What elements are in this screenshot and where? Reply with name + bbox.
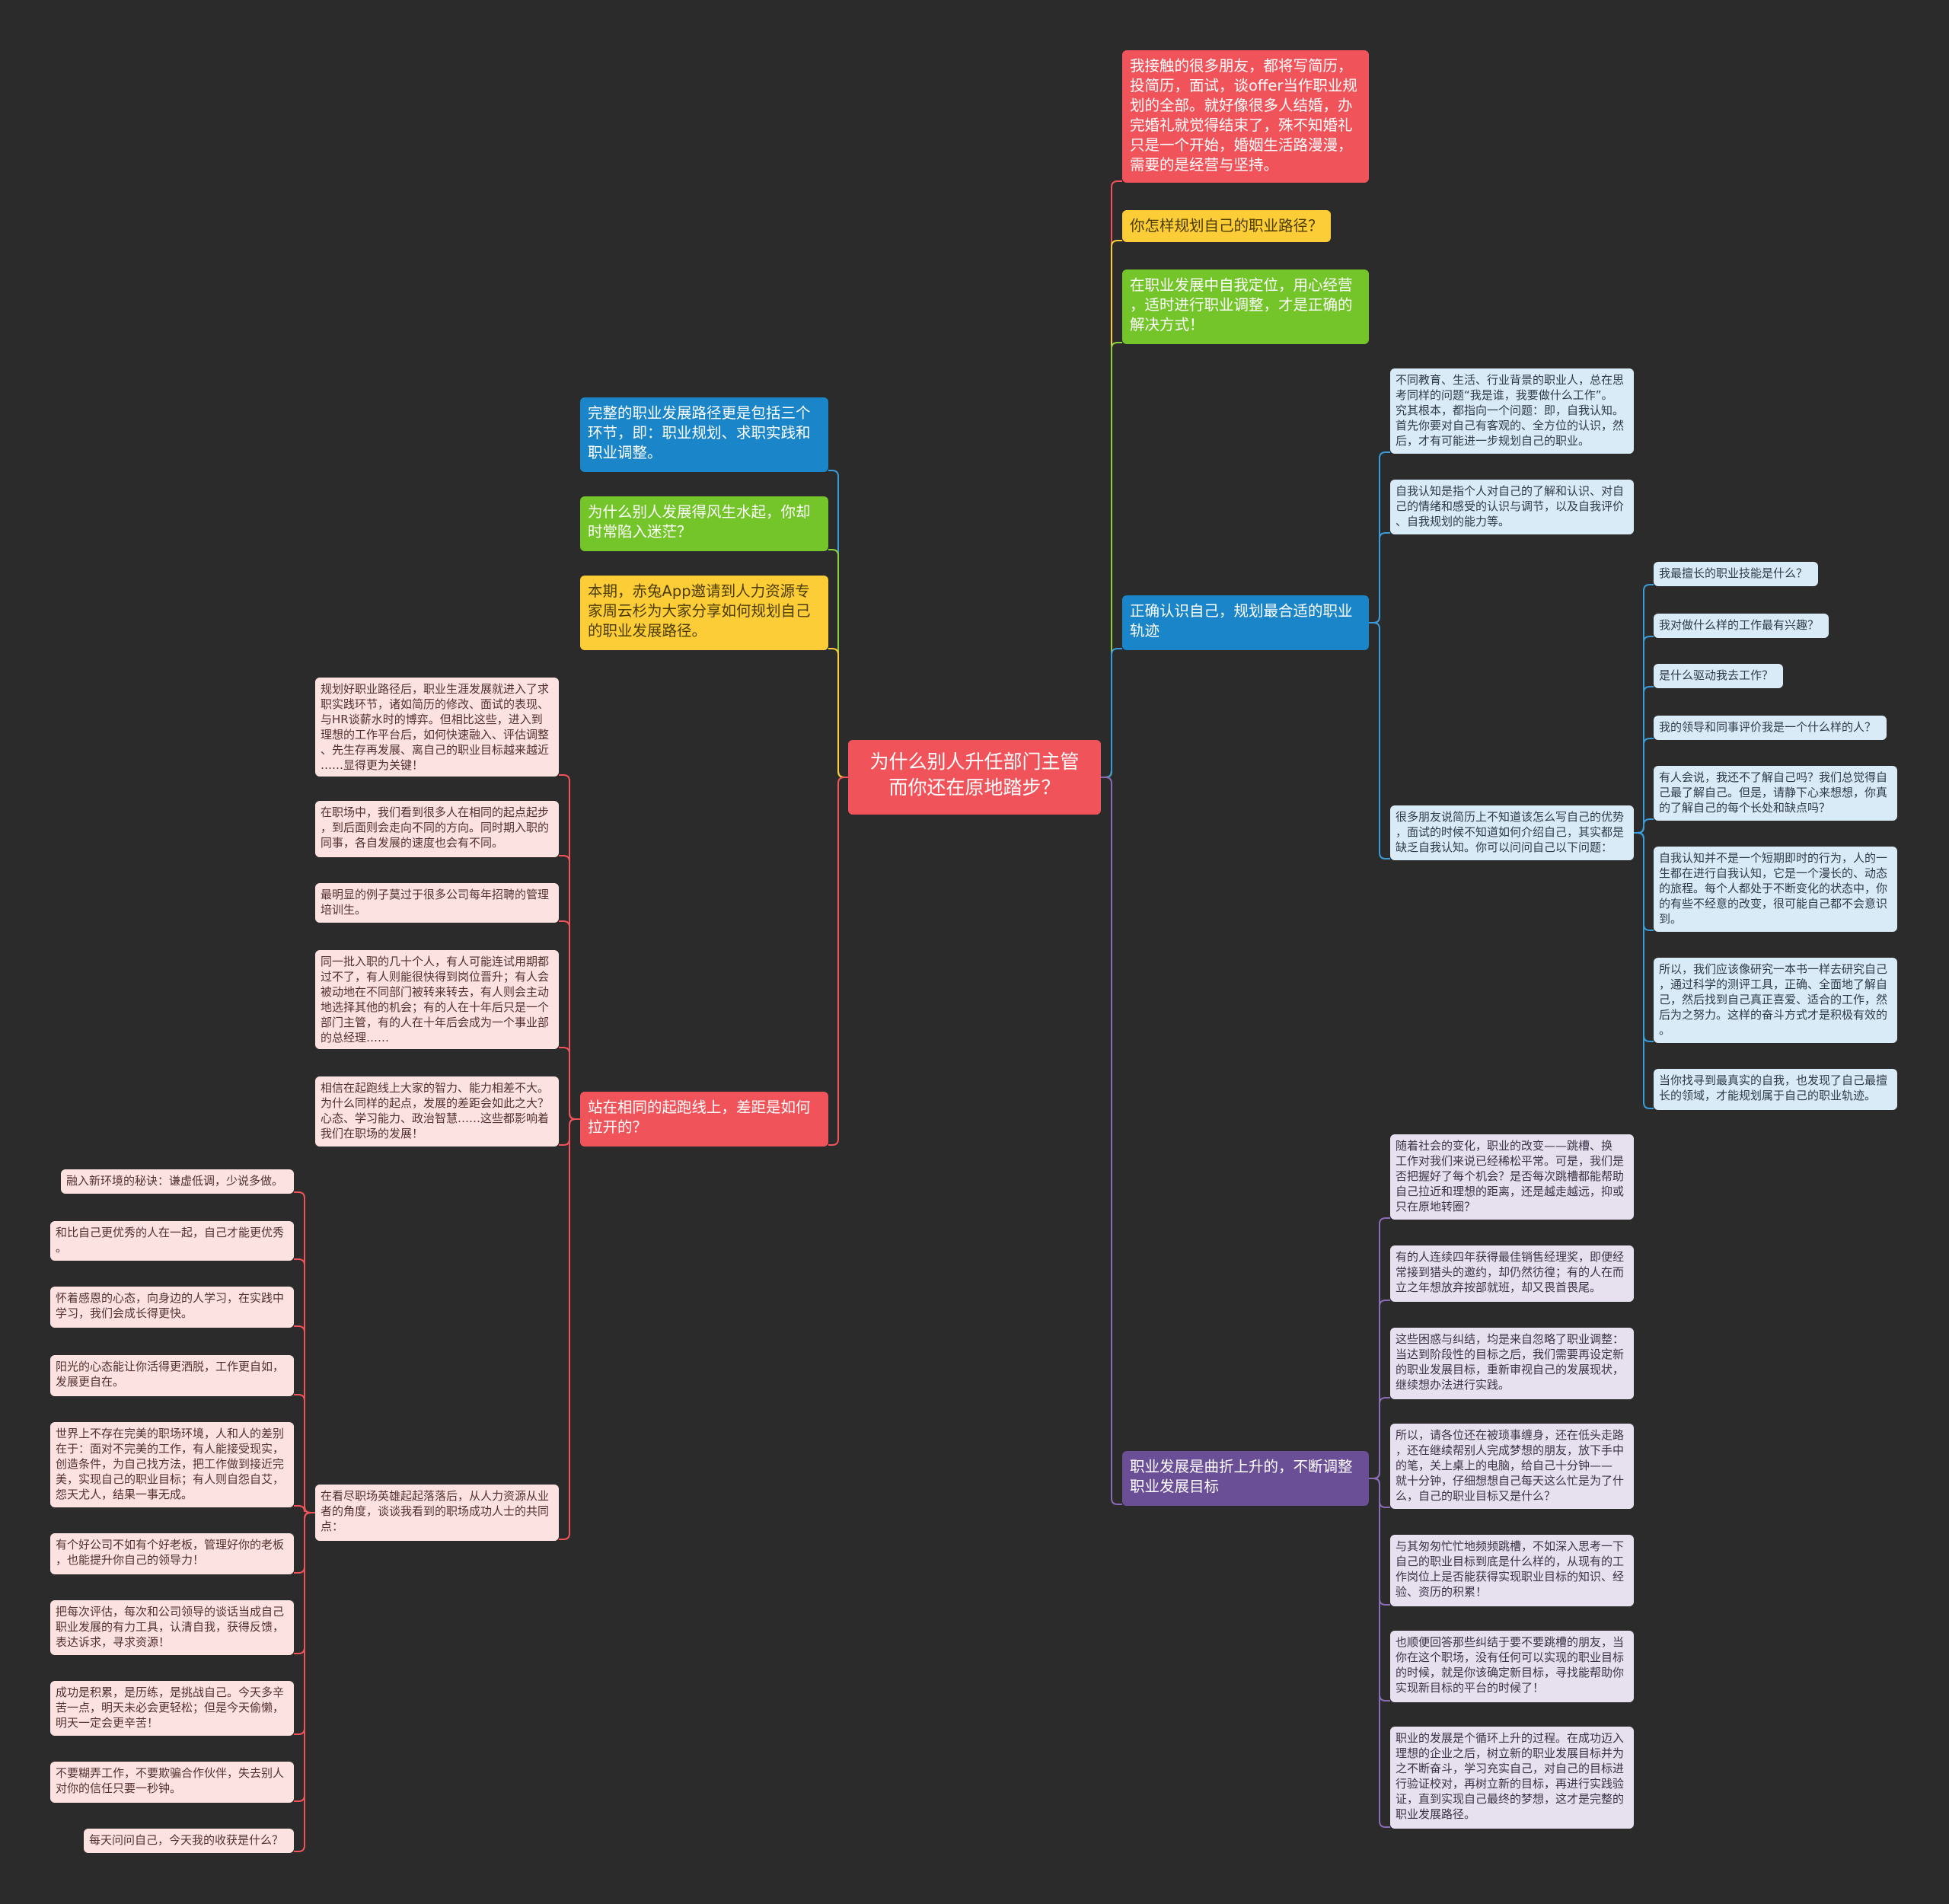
self-question[interactable]: 是什么驱动我去工作？ — [1654, 664, 1783, 688]
self-question[interactable]: 自我认知并不是一个短期即时的行为，人的一 生都在进行自我认知，它是一个漫长的、动… — [1654, 847, 1897, 932]
success-trait[interactable]: 不要糊弄工作，不要欺骗合作伙伴，失去别人 对你的信任只要一秒钟。 — [50, 1762, 294, 1803]
gap-note[interactable]: 在职场中，我们看到很多人在相同的起点起步 ，到后面则会走向不同的方向。同时期入职… — [315, 801, 559, 857]
link-hr-child — [294, 1512, 315, 1852]
self-awareness-note[interactable]: 自我认知是指个人对自己的了解和认识、对自 己的情绪和感受的认识与调节，以及自我评… — [1390, 480, 1634, 534]
link-gap-child — [559, 1118, 580, 1540]
adjust-note[interactable]: 所以，请各位还在被琐事缠身，还在低头走路 ，还在继续帮别人完成梦想的朋友，放下手… — [1390, 1424, 1634, 1509]
root-topic[interactable]: 为什么别人升任部门主管 而你还在原地踏步？ — [848, 740, 1101, 815]
success-trait[interactable]: 和比自己更优秀的人在一起，自己才能更优秀 。 — [50, 1221, 294, 1261]
adjust-note[interactable]: 也顺便回答那些纠结于要不要跳槽的朋友，当 你在这个职场，没有任何可以实现的职业目… — [1390, 1631, 1634, 1702]
link-know-child — [1369, 532, 1390, 624]
success-trait[interactable]: 怀着感恩的心态，向身边的人学习，在实践中 学习，我们会成长得更快。 — [50, 1287, 294, 1328]
success-trait[interactable]: 把每次评估，每次和公司领导的谈话当成自己 职业发展的有力工具，认清自我，获得反馈… — [50, 1600, 294, 1655]
topic-why-confused[interactable]: 为什么别人发展得风生水起，你却 时常陷入迷茫？ — [580, 496, 828, 551]
topic-how-plan[interactable]: 你怎样规划自己的职业路径？ — [1122, 210, 1331, 242]
self-question[interactable]: 我最擅长的职业技能是什么？ — [1654, 562, 1818, 586]
gap-note[interactable]: 最明显的例子莫过于很多公司每年招聘的管理 培训生。 — [315, 883, 559, 923]
success-trait[interactable]: 成功是积累，是历练，是挑战自己。今天多辛 苦一点，明天未必会更轻松；但是今天偷懒… — [50, 1681, 294, 1736]
link-root-intro — [828, 648, 848, 778]
link-question — [1634, 832, 1654, 1109]
link-know-child — [1369, 622, 1390, 860]
self-awareness-note[interactable]: 很多朋友说简历上不知道该怎么写自己的优势 ，面试的时候不知道如何介绍自己，其实都… — [1390, 805, 1634, 860]
success-trait[interactable]: 世界上不存在完美的职场环境，人和人的差别 在于：面对不完美的工作，有人能接受现实… — [50, 1422, 294, 1507]
adjust-note[interactable]: 职业的发展是个循环上升的过程。在成功迈入 理想的企业之后，树立新的职业发展目标并… — [1390, 1727, 1634, 1829]
adjust-note[interactable]: 这些困惑与纠结，均是来自忽略了职业调整： 当达到阶段性的目标之后，我们需要再设定… — [1390, 1328, 1634, 1399]
link-adjust-child — [1369, 1397, 1390, 1479]
self-awareness-note[interactable]: 不同教育、生活、行业背景的职业人，总在思 考同样的问题“我是谁，我要做什么工作”… — [1390, 368, 1634, 454]
link-root-gap — [828, 777, 848, 1146]
success-trait[interactable]: 有个好公司不如有个好老板，管理好你的老板 ，也能提升你自己的领导力！ — [50, 1533, 294, 1574]
adjust-note[interactable]: 随着社会的变化，职业的改变——跳槽、换 工作对我们来说已经稀松平常。可是，我们是… — [1390, 1134, 1634, 1220]
success-trait[interactable]: 每天问问自己，今天我的收获是什么？ — [84, 1829, 294, 1853]
success-trait[interactable]: 阳光的心态能让你活得更洒脱，工作更自如， 发展更自在。 — [50, 1355, 294, 1396]
adjust-note[interactable]: 有的人连续四年获得最佳销售经理奖，即便经 常接到猎头的邀约，却仍然彷徨；有的人在… — [1390, 1245, 1634, 1302]
gap-note[interactable]: 规划好职业路径后，职业生涯发展就进入了求 职实践环节，诸如简历的修改、面试的表现… — [315, 678, 559, 777]
link-root-adjust — [1101, 777, 1122, 1505]
gap-note[interactable]: 同一批入职的几十个人，有人可能连试用期都 过不了，有人则能很快得到岗位晋升；有人… — [315, 950, 559, 1049]
link-adjust-child — [1369, 1478, 1390, 1828]
link-hr-child — [294, 1505, 315, 1513]
topic-intro[interactable]: 本期，赤兔App邀请到人力资源专 家周云杉为大家分享如何规划自己 的职业发展路径… — [580, 576, 828, 650]
self-question[interactable]: 所以，我们应该像研究一本书一样去研究自己 ，通过科学的测评工具，正确、全面地了解… — [1654, 958, 1897, 1043]
gap-note[interactable]: 相信在起跑线上大家的智力、能力相差不大。 为什么同样的起点，发展的差距会如此之大… — [315, 1076, 559, 1147]
topic-self-position[interactable]: 在职业发展中自我定位，用心经营 ，适时进行职业调整，才是正确的 解决方式！ — [1122, 269, 1369, 344]
topic-career-path[interactable]: 完整的职业发展路径更是包括三个 环节，即：职业规划、求职实践和 职业调整。 — [580, 397, 828, 472]
gap-note-hr[interactable]: 在看尽职场英雄起起落落后，从人力资源从业 者的角度，谈谈我看到的职场成功人士的共… — [315, 1485, 559, 1541]
self-question[interactable]: 当你找寻到最真实的自我，也发现了自己最擅 长的领域，才能规划属于自己的职业轨迹。 — [1654, 1069, 1897, 1110]
link-root-know — [1101, 648, 1122, 778]
topic-start-gap[interactable]: 站在相同的起跑线上，差距是如何 拉开的？ — [580, 1092, 828, 1147]
topic-know-yourself[interactable]: 正确认识自己，规划最合适的职业 轨迹 — [1122, 595, 1369, 650]
self-question[interactable]: 我的领导和同事评价我是一个什么样的人？ — [1654, 716, 1887, 740]
topic-friends[interactable]: 我接触的很多朋友，都将写简历， 投简历，面试，谈offer当作职业规 划的全部。… — [1122, 50, 1369, 183]
link-hr-child — [294, 1394, 315, 1513]
topic-adjust-goals[interactable]: 职业发展是曲折上升的，不断调整 职业发展目标 — [1122, 1451, 1369, 1506]
adjust-note[interactable]: 与其匆匆忙忙地频频跳槽，不如深入思考一下 自己的职业目标到底是什么样的，从现有的… — [1390, 1535, 1634, 1606]
link-gap-child — [559, 1047, 580, 1120]
success-trait[interactable]: 融入新环境的秘诀：谦虚低调，少说多做。 — [61, 1169, 294, 1194]
self-question[interactable]: 我对做什么样的工作最有兴趣？ — [1654, 614, 1829, 638]
self-question[interactable]: 有人会说，我还不了解自己吗？我们总觉得自 己最了解自己。但是，请静下心来想想，你… — [1654, 766, 1897, 821]
